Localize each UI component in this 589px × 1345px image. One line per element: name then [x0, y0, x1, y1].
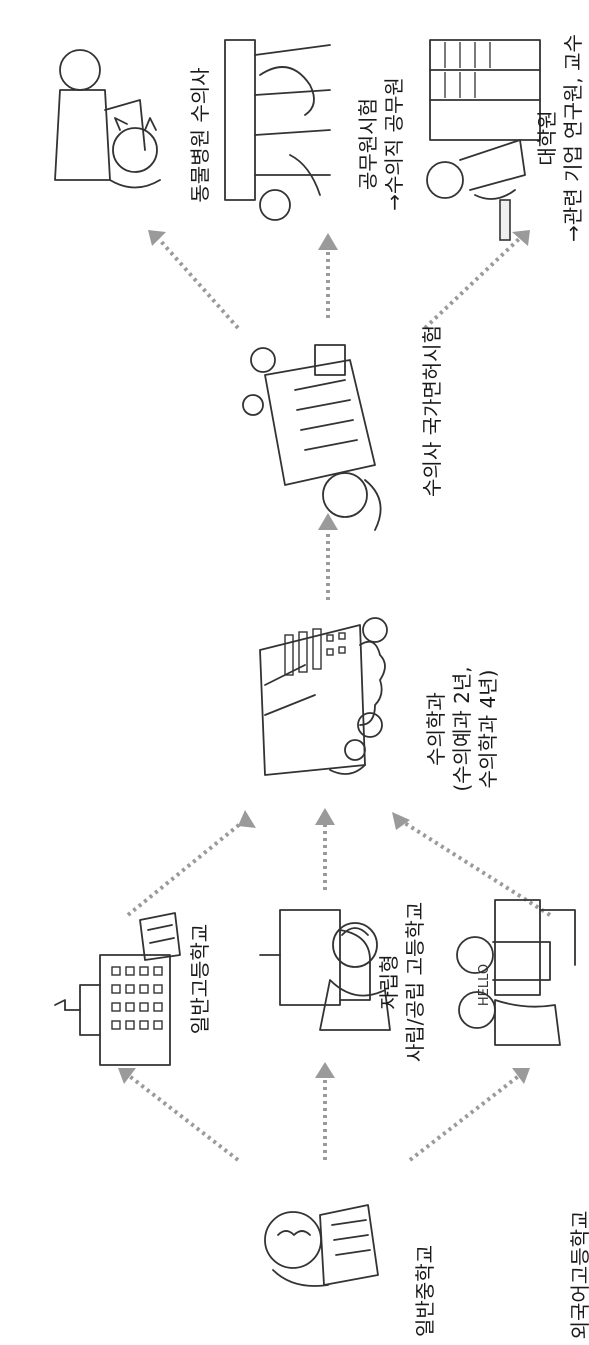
label-graduate-school: 대학원 →관련 기업 연구원, 교수 — [535, 34, 585, 242]
arrow-exam-to-grad — [423, 236, 522, 330]
label-middle-school: 일반중학교 — [413, 1245, 437, 1337]
vet-school-illustration — [259, 617, 388, 776]
hello-sign-text: HELLO — [477, 964, 492, 1006]
label-private-public-high: 자립형 사립/공립 고등학교 — [377, 901, 427, 1063]
exam-illustration — [242, 344, 382, 531]
label-civil-service: 공무원시험 →수의직 공무원 — [356, 77, 406, 211]
label-animal-hospital: 동물병원 수의사 — [188, 67, 212, 203]
student-illustration — [264, 1204, 379, 1287]
label-general-high: 일반고등학교 — [188, 923, 212, 1035]
arrowhead — [315, 1062, 335, 1078]
arrowhead — [392, 812, 410, 830]
civil-service-illustration — [224, 39, 331, 221]
arrowhead — [512, 230, 530, 246]
arrowheads — [118, 230, 530, 1084]
arrowhead — [118, 1068, 136, 1084]
arrow-middle-to-general — [126, 1073, 240, 1162]
school-building-illustration — [54, 912, 181, 1066]
animal-hospital-illustration — [54, 49, 161, 189]
arrowhead — [318, 233, 338, 250]
foreign-language-illustration — [456, 899, 576, 1046]
arrowhead — [238, 810, 256, 828]
student-building-illustration — [259, 909, 391, 1031]
label-license-exam: 수의사 국가면허시험 — [420, 325, 444, 497]
arrowhead — [512, 1068, 530, 1084]
arrow-middle-to-foreign — [408, 1073, 522, 1162]
label-vet-school: 수의학과 (수의예과 2년, 수의학과 4년) — [424, 666, 500, 792]
arrowhead — [318, 513, 338, 530]
arrowhead — [148, 230, 166, 246]
arrow-exam-to-hospital — [156, 236, 240, 330]
graduate-school-illustration — [426, 39, 541, 241]
label-foreign-language-high: 외국어고등학교 — [568, 1210, 589, 1340]
arrow-general-to-vet — [126, 818, 247, 917]
arrowhead — [315, 808, 335, 825]
